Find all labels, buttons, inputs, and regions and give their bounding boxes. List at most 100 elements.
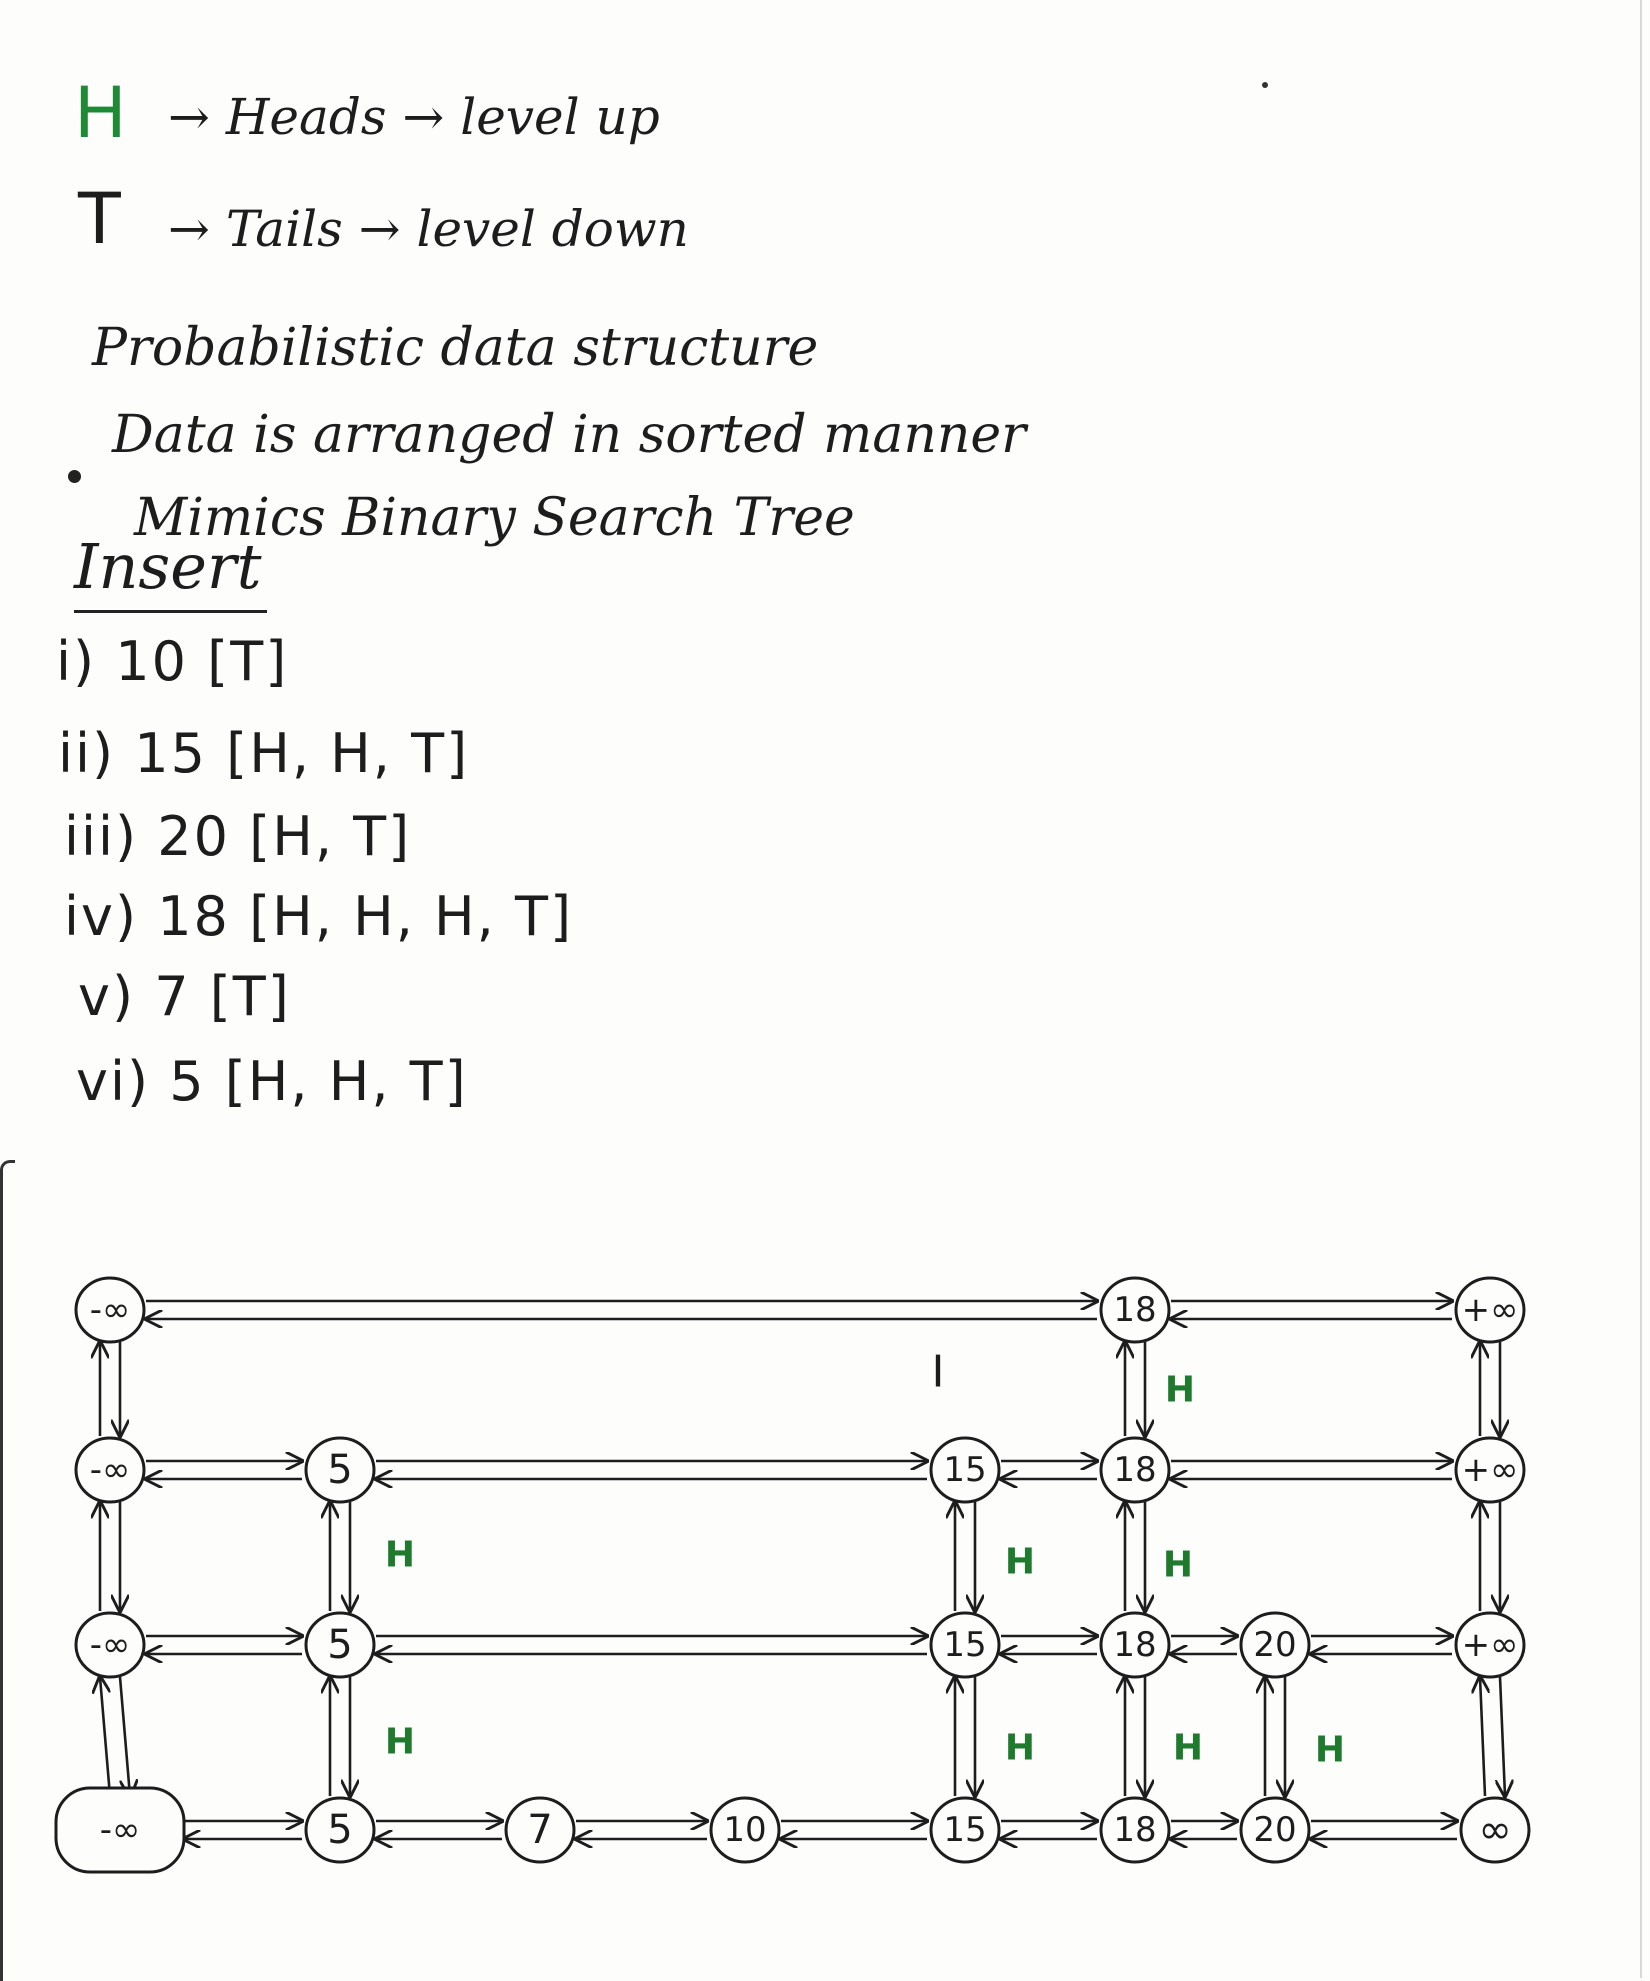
node-label: 18 [1113, 1810, 1156, 1850]
skip-list-node: -∞ [74, 1436, 146, 1504]
arrow-icon: → [402, 88, 445, 146]
skip-list-node: +∞ [1454, 1276, 1526, 1344]
skip-list-node: 18 [1099, 1436, 1171, 1504]
node-outline [54, 1786, 186, 1874]
pointer-arrow [118, 1676, 130, 1796]
step-flips: [T] [207, 630, 289, 693]
bullet-icon [68, 470, 81, 483]
node-label: 18 [1113, 1290, 1156, 1330]
node-outline [1239, 1796, 1311, 1864]
node-label: 18 [1113, 1625, 1156, 1665]
node-outline [929, 1611, 1001, 1679]
skip-list-node: 15 [929, 1796, 1001, 1864]
step-number: ii) [58, 722, 116, 785]
insert-step: v) 7 [T] [78, 965, 291, 1028]
tails-word: Tails [225, 200, 343, 258]
diagram-nodes: -∞ 18 +∞ -∞ 5 15 18 +∞ -∞ 5 15 18 20 +∞ -∞ 5 7 10 15 18 20 ∞ [54, 1276, 1531, 1874]
step-value: 10 [115, 630, 188, 693]
skip-list-node: +∞ [1454, 1611, 1526, 1679]
arrow-icon: → [358, 200, 401, 258]
node-outline [1454, 1436, 1526, 1504]
skip-list-node: 5 [304, 1611, 376, 1679]
heads-label: H [1173, 1728, 1203, 1769]
node-outline [1099, 1796, 1171, 1864]
pointer-arrow [1480, 1677, 1485, 1797]
step-number: iii) [64, 805, 139, 868]
note-line-2: Data is arranged in sorted manner [112, 405, 1026, 465]
step-number: vi) [76, 1050, 151, 1113]
skip-list-node: 15 [929, 1611, 1001, 1679]
node-label: ∞ [1478, 1807, 1511, 1853]
node-outline [504, 1796, 576, 1864]
node-label: 5 [327, 1807, 352, 1853]
node-label: +∞ [1462, 1450, 1519, 1490]
node-label: +∞ [1462, 1290, 1519, 1330]
node-label: 5 [327, 1447, 352, 1493]
step-value: 18 [157, 885, 230, 948]
skip-list-node: ∞ [1459, 1796, 1531, 1864]
skip-list-node: 10 [709, 1796, 781, 1864]
node-outline [1099, 1436, 1171, 1504]
diagram-edges [100, 1301, 1505, 1839]
step-number: i) [56, 630, 97, 693]
node-outline [304, 1796, 376, 1864]
skip-list-node: -∞ [54, 1786, 186, 1874]
node-label: -∞ [100, 1810, 141, 1850]
stray-dot [1262, 82, 1268, 88]
step-flips: [T] [209, 965, 291, 1028]
step-number: iv) [64, 885, 139, 948]
arrow-icon: → [168, 88, 210, 146]
heads-label: H [1005, 1728, 1035, 1769]
node-label: +∞ [1462, 1625, 1519, 1665]
node-label: 15 [943, 1450, 986, 1490]
tails-meaning: level down [416, 200, 689, 258]
node-outline [304, 1436, 376, 1504]
node-label: 7 [527, 1807, 552, 1853]
node-label: 15 [943, 1625, 986, 1665]
step-value: 15 [134, 722, 207, 785]
skip-list-node: 20 [1239, 1611, 1311, 1679]
notes-section: H → Heads → level up T → Tails → level d… [56, 72, 1026, 1113]
page-edge [1640, 0, 1642, 1978]
heads-label: H [1005, 1542, 1035, 1583]
node-label: -∞ [90, 1625, 131, 1665]
node-outline [1454, 1276, 1526, 1344]
node-outline [1459, 1796, 1531, 1864]
skip-list-node: 20 [1239, 1796, 1311, 1864]
node-label: 15 [943, 1810, 986, 1850]
skip-list-node: 5 [304, 1796, 376, 1864]
step-flips: [H, H, T] [224, 1050, 468, 1113]
node-label: -∞ [90, 1290, 131, 1330]
node-outline [929, 1796, 1001, 1864]
skip-list-node: 18 [1099, 1796, 1171, 1864]
node-outline [74, 1611, 146, 1679]
heads-label: H [1315, 1730, 1345, 1771]
heads-label: H [385, 1535, 415, 1576]
node-outline [74, 1276, 146, 1344]
insert-step: iv) 18 [H, H, H, T] [64, 885, 573, 948]
skip-list-node: 18 [1099, 1611, 1171, 1679]
heads-key: H [74, 72, 127, 154]
node-outline [1454, 1611, 1526, 1679]
note-line-1: Probabilistic data structure [92, 318, 819, 378]
node-outline [74, 1436, 146, 1504]
heads-label: H [385, 1722, 415, 1763]
note-line-3: Mimics Binary Search Tree [134, 488, 855, 548]
skip-list-node: 5 [304, 1436, 376, 1504]
skip-list-node: -∞ [74, 1276, 146, 1344]
skip-list-node: 7 [504, 1796, 576, 1864]
node-outline [304, 1611, 376, 1679]
step-value: 5 [169, 1050, 206, 1113]
diagram-frame [0, 1160, 15, 1981]
heads-meaning: level up [460, 88, 660, 146]
arrow-icon: → [168, 200, 210, 258]
node-outline [1239, 1611, 1311, 1679]
step-flips: [H, H, H, T] [249, 885, 574, 948]
node-outline [1099, 1276, 1171, 1344]
heads-line: → Heads → level up [168, 88, 660, 146]
skip-list-node: 15 [929, 1436, 1001, 1504]
node-outline [1099, 1611, 1171, 1679]
node-label: -∞ [90, 1450, 131, 1490]
step-value: 20 [157, 805, 230, 868]
